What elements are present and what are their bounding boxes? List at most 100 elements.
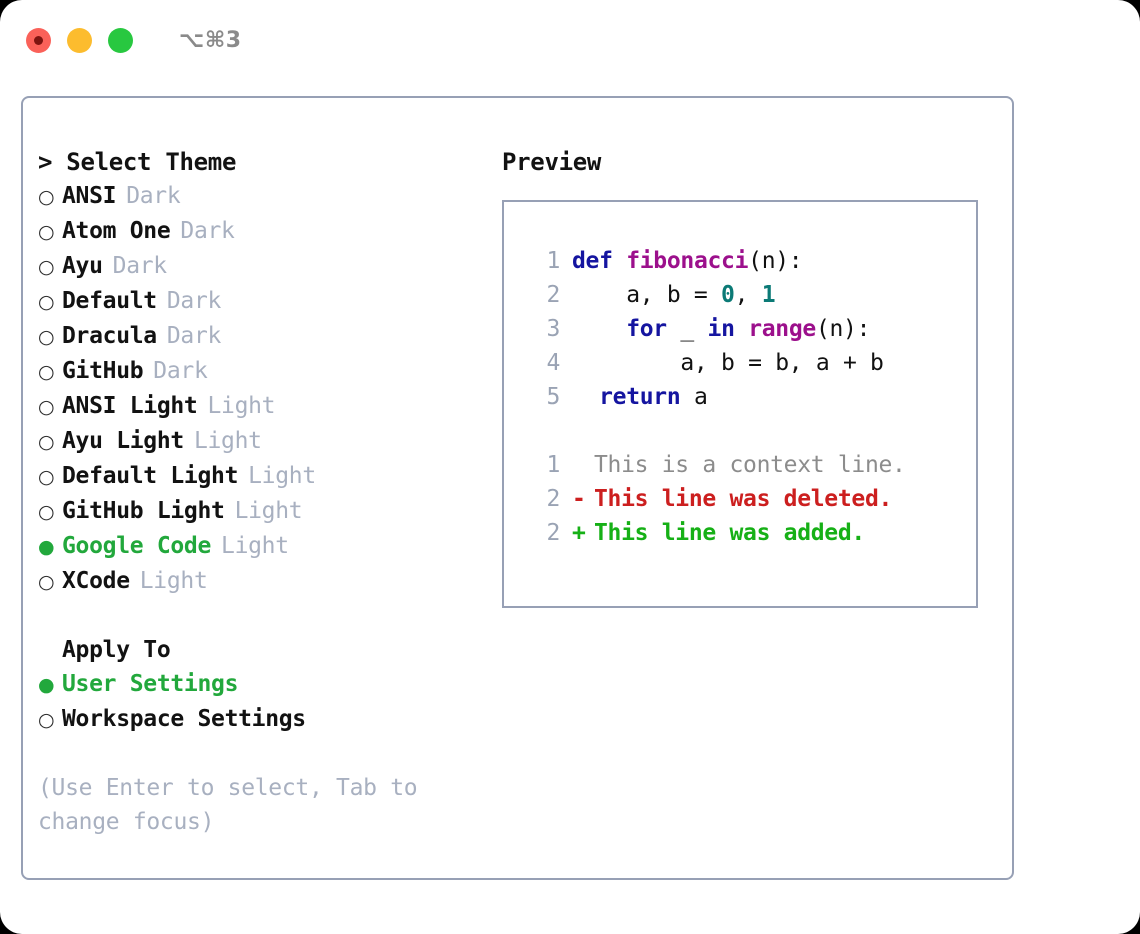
apply-to-header: Apply To: [62, 637, 171, 663]
titlebar: ⌥⌘3: [0, 0, 1140, 80]
code-token-kw: return: [599, 384, 681, 410]
diff-line-add: 2 + This line was added.: [526, 516, 976, 550]
code-line: 2 a, b = 0, 1: [526, 278, 976, 312]
section-spacer: [38, 599, 468, 633]
theme-option-label: ANSI Light: [62, 393, 198, 419]
diff-line-number: 1: [546, 452, 560, 478]
radio-unselected-icon: ○: [38, 709, 55, 731]
theme-option-variant-tag: Light: [221, 533, 289, 559]
radio-unselected-icon: ○: [38, 396, 55, 418]
theme-option-variant-tag: Light: [139, 568, 208, 594]
radio-selected-icon: ●: [38, 536, 55, 558]
keyboard-hint-text: (Use Enter to select, Tab to change focu…: [38, 775, 418, 835]
code-line-number: 4: [546, 350, 560, 376]
radio-unselected-icon: ○: [38, 221, 55, 243]
code-line: 3 for _ in range(n):: [526, 312, 976, 346]
apply-to-option-label: Workspace Settings: [62, 706, 306, 732]
theme-option-variant-tag: Dark: [166, 288, 222, 314]
radio-unselected-icon: ○: [38, 431, 55, 453]
radio-unselected-icon: ○: [38, 361, 55, 383]
code-token-fn: fibonacci: [626, 248, 749, 274]
apply-to-option-user-settings[interactable]: ● User Settings: [38, 667, 468, 702]
theme-option-label: GitHub: [62, 358, 144, 384]
radio-unselected-icon: ○: [38, 501, 55, 523]
apply-to-option-label: User Settings: [62, 671, 239, 697]
theme-option-variant-tag: Dark: [126, 183, 181, 209]
diff-sample: 1 This is a context line.2-This line was…: [526, 448, 976, 550]
select-theme-header: > Select Theme: [38, 148, 237, 176]
code-token-kw: in: [707, 316, 735, 342]
diff-line-ctx: 1 This is a context line.: [526, 448, 976, 482]
code-line-number: 5: [546, 384, 560, 410]
code-token-txt: a, b =: [572, 282, 722, 308]
theme-option-variant-tag: Light: [234, 498, 303, 524]
diff-marker-icon: [572, 448, 594, 482]
radio-selected-icon: ●: [38, 674, 55, 696]
code-token-num: 1: [761, 282, 776, 308]
code-token-txt: _: [666, 316, 708, 342]
theme-option-variant-tag: Light: [193, 428, 262, 454]
radio-unselected-icon: ○: [38, 466, 55, 488]
theme-option-ansi-light[interactable]: ○ ANSI Light Light: [38, 389, 468, 424]
code-line-content: a, b = b, a + b: [572, 346, 884, 380]
diff-line-text: This line was deleted.: [594, 486, 893, 512]
theme-option-variant-tag: Dark: [166, 323, 222, 349]
theme-option-label: Ayu: [62, 253, 103, 279]
radio-unselected-icon: ○: [38, 326, 55, 348]
theme-option-xcode[interactable]: ○ XCode Light: [38, 564, 468, 599]
diff-line-text: This is a context line.: [594, 452, 906, 478]
theme-option-variant-tag: Dark: [180, 218, 235, 244]
code-token-fn: range: [748, 316, 816, 342]
code-line-number: 3: [546, 316, 560, 342]
theme-option-label: XCode: [62, 568, 130, 594]
diff-line-del: 2-This line was deleted.: [526, 482, 976, 516]
code-token-txt: (n):: [815, 316, 871, 342]
apply-to-option-list: ● User Settings ○ Workspace Settings: [38, 667, 468, 737]
code-line-content: a, b = 0, 1: [572, 278, 775, 312]
radio-unselected-icon: ○: [38, 291, 55, 313]
diff-line-text: This line was added.: [594, 520, 865, 546]
code-line-content: for _ in range(n):: [572, 312, 870, 346]
code-token-txt: (n):: [748, 248, 803, 274]
preview-title: Preview: [502, 148, 602, 176]
code-token-txt: [572, 316, 626, 342]
diff-marker-icon: -: [572, 486, 586, 512]
code-token-txt: a, b = b, a + b: [572, 350, 884, 376]
theme-option-variant-tag: Light: [207, 393, 276, 419]
radio-unselected-icon: ○: [38, 571, 55, 593]
maximize-button[interactable]: [108, 27, 133, 53]
code-token-kw: for: [626, 316, 667, 342]
code-token-kw: def: [572, 248, 627, 274]
apply-to-option-workspace-settings[interactable]: ○ Workspace Settings: [38, 702, 468, 737]
diff-line-number: 2: [546, 520, 560, 546]
code-line-content: return a: [572, 380, 708, 414]
code-token-txt: [572, 384, 599, 410]
radio-unselected-icon: ○: [38, 186, 55, 208]
keyboard-shortcut-label: ⌥⌘3: [179, 27, 242, 53]
minimize-button[interactable]: [67, 27, 92, 53]
code-diff-spacer: [526, 414, 976, 448]
theme-option-variant-tag: Light: [248, 463, 316, 489]
code-token-num: 0: [721, 282, 735, 308]
code-token-txt: ,: [734, 282, 762, 308]
close-button[interactable]: [26, 27, 51, 53]
diff-marker-icon: +: [572, 520, 586, 546]
